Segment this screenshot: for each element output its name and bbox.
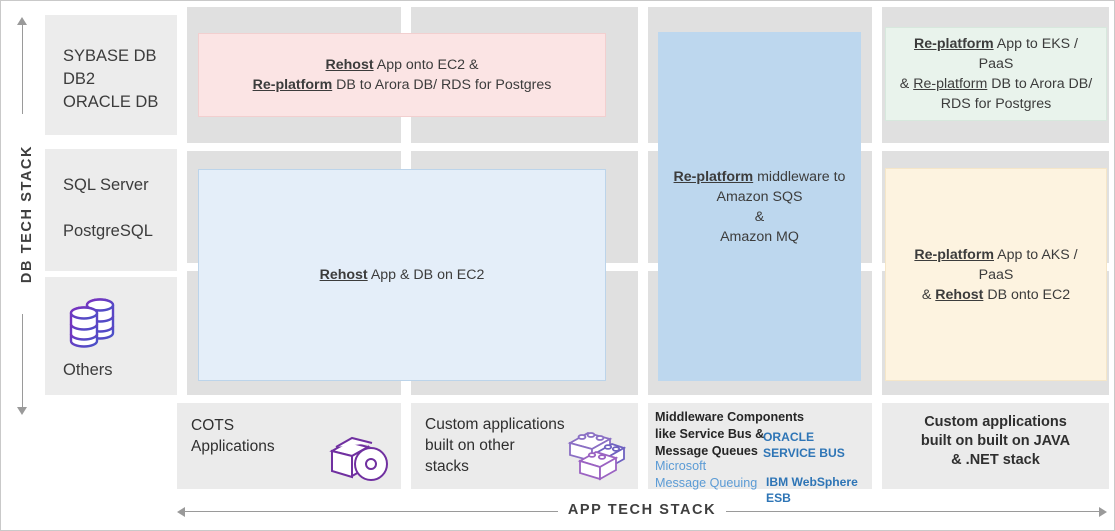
pink-box-line1: Rehost App onto EC2 & [325,57,479,73]
row-label-middle-spacer [63,197,153,220]
row-label-middle-line1: SQL Server [63,176,149,194]
column-label-custom-other-line1: Custom applications [425,416,565,433]
axis-arrow-right-icon [1099,506,1107,517]
pink-box-line2: Re-platform DB to Arora DB/ RDS for Post… [252,77,552,93]
column-label-java-net-line3: & .NET stack [951,452,1040,468]
column-label-cell-middleware: Middleware Components like Service Bus &… [648,403,872,505]
row-label-top: SYBASE DB DB2 ORACLE DB [63,45,158,114]
x-axis-label: APP TECH STACK [177,502,1107,518]
mint-box-line2: & Re-platform DB to Arora DB/ [899,76,1093,92]
cream-box-line2: & Rehost DB onto EC2 [921,286,1071,303]
axis-arrow-left-icon [177,506,185,517]
column-label-java-net-line1: Custom applications [924,414,1067,430]
y-axis-label: DB TECH STACK [16,114,38,314]
column-label-cots: COTS Applications [191,415,275,457]
box-rehost-app-db-ec2[interactable]: Rehost App & DB on EC2 [198,169,606,381]
axis-arrow-up-icon [17,17,27,25]
column-label-custom-other: Custom applications built on other stack… [425,414,565,477]
box-replatform-middleware[interactable]: Re-platform middleware to Amazon SQS & A… [658,32,861,381]
column-label-cell-custom-other: Custom applications built on other stack… [411,403,638,489]
database-stack-icon [65,295,119,358]
column-label-custom-other-line3: stacks [425,458,469,475]
software-box-cd-icon [327,431,391,488]
product-label-msmq-line2: Message Queuing [655,476,758,490]
db-tech-stack-axis: DB TECH STACK [9,15,38,415]
axis-arrow-down-icon [17,407,27,415]
row-label-middle: SQL Server PostgreSQL [63,174,153,243]
middleware-box-line1: Re-platform middleware to [673,168,846,185]
middleware-box-line3: & [754,208,765,225]
middleware-box-line2: Amazon SQS [716,188,803,205]
column-label-cots-line2: Applications [191,438,275,455]
mint-box-line3: RDS for Postgres [940,96,1052,112]
column-label-cell-java-net: Custom applications built on built on JA… [882,403,1109,489]
product-label-msmq: Microsoft Message Queuing [655,458,765,492]
box-replatform-app-aks-rehost-db[interactable]: Re-platform App to AKS / PaaS & Rehost D… [885,168,1107,381]
row-label-middle-line2: PostgreSQL [63,222,153,240]
row-label-bottom-line1: Others [63,361,113,379]
row-label-cell-top: SYBASE DB DB2 ORACLE DB [45,15,177,135]
blue-center-line1: Rehost App & DB on EC2 [319,267,485,283]
column-label-cell-cots: COTS Applications [177,403,401,489]
product-label-ibm-websphere-esb: IBM WebSphere ESB [766,475,858,505]
box-rehost-app-ec2-replatform-db[interactable]: Rehost App onto EC2 & Re-platform DB to … [198,33,606,117]
row-label-top-line1: SYBASE DB [63,47,157,65]
column-label-custom-other-line2: built on other [425,437,515,454]
row-label-top-line2: DB2 [63,70,96,88]
app-tech-stack-axis: APP TECH STACK [177,501,1107,523]
product-label-oracle-service-bus: ORACLE SERVICE BUS [763,430,845,460]
lego-blocks-icon [566,427,627,488]
column-label-middleware: Middleware Components like Service Bus &… [655,409,805,460]
row-label-cell-middle: SQL Server PostgreSQL [45,149,177,271]
product-label-msmq-line1: Microsoft [655,459,707,473]
row-label-cell-bottom: Others [45,277,177,395]
column-label-middleware-line1: Middleware Components [655,410,805,424]
x-axis-label-text: APP TECH STACK [557,502,727,518]
box-replatform-app-eks-paas[interactable]: Re-platform App to EKS / PaaS & Re-platf… [885,27,1107,121]
column-label-java-net-line2: built on built on JAVA [920,433,1071,449]
column-label-cots-line1: COTS [191,417,235,434]
middleware-box-line4: Amazon MQ [720,228,799,245]
column-label-middleware-line2: like Service Bus & [655,427,765,441]
row-label-bottom: Others [63,359,113,382]
mint-box-line1: Re-platform App to EKS / PaaS [913,36,1078,72]
column-label-java-net: Custom applications built on built on JA… [882,413,1109,470]
cream-box-line1: Re-platform App to AKS / PaaS [914,246,1078,283]
column-label-middleware-line3: Message Queues [655,444,758,458]
row-label-top-line3: ORACLE DB [63,93,159,111]
